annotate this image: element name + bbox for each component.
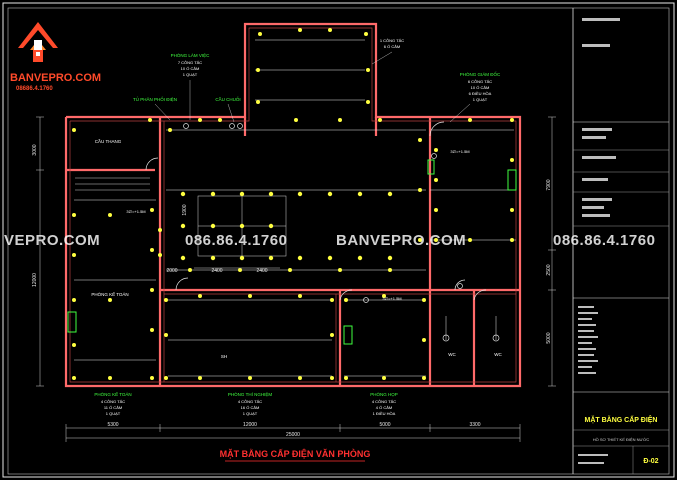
label-bottom-right: PHÒNG HỌP [370, 391, 398, 397]
dim-bottom-4: 3300 [469, 422, 480, 428]
bottom-mid-item-1: 4 CÔNG TẮC [238, 399, 262, 404]
dim-inner-3: 2000 [166, 268, 177, 274]
top-room-item-1: 1 CÔNG TẮC [380, 38, 404, 43]
bottom-right-item-1: 4 CÔNG TẮC [372, 399, 396, 404]
wiring [74, 39, 516, 377]
dim-bottom-3: 5000 [379, 422, 390, 428]
logo-phone-text: 08686.4.1760 [16, 86, 53, 92]
label-wc-1: WC [448, 352, 456, 357]
director-item-1: 6 CÔNG TẮC [468, 79, 492, 84]
dim-left-main: 12000 [32, 273, 38, 287]
stair [75, 177, 150, 191]
bottom-right-item-2: 4 Ổ CẮM [376, 405, 392, 410]
sheet-title: MẶT BẰNG CẤP ĐIỆN [585, 414, 658, 424]
sheet-inner-border [7, 7, 670, 475]
dim-inner-2: 2400 [256, 268, 267, 274]
watermark-center: BANVEPRO.COM [336, 232, 467, 249]
label-wc-2: WC [494, 352, 502, 357]
dim-right-2: 2500 [546, 264, 552, 275]
work-room-item-1: 7 CÔNG TẮC [178, 60, 202, 65]
callout-leaders [154, 51, 471, 123]
label-work-room: PHÒNG LÀM VIỆC [171, 51, 211, 58]
label-stair-2: CẦU CHUỖI [215, 96, 240, 102]
bottom-mid-item-2: 16 Ổ CẮM [241, 405, 260, 410]
watermark-phone-left: 086.86.4.1760 [185, 232, 288, 249]
light-fixtures [72, 28, 514, 380]
dim-left-top: 3000 [32, 144, 38, 155]
dim-bottom-1: 5300 [107, 422, 118, 428]
bottom-left-item-3: 1 QUẠT [106, 411, 121, 416]
door-swings [145, 121, 487, 301]
title-block-row-text: HỒ SƠ THIẾT KẾ ĐIỆN NƯỚC [593, 437, 650, 442]
bottom-mid-item-3: 1 QUẠT [243, 411, 258, 416]
dim-right-3: 5000 [546, 332, 552, 343]
label-director-room: PHÒNG GIÁM ĐỐC [460, 71, 501, 77]
dim-inner-1: 2400 [211, 268, 222, 274]
title-block: MẶT BẰNG CẤP ĐIỆN HỒ SƠ THIẾT KẾ ĐIỆN NƯ… [572, 8, 669, 474]
work-room-item-2: 10 Ổ CẮM [181, 66, 200, 71]
note-1: 3∅=+1.5M [126, 209, 145, 214]
bottom-left-item-1: 4 CÔNG TẮC [101, 399, 125, 404]
banvepro-logo [18, 22, 58, 62]
sheet-number: Đ-02 [643, 458, 658, 465]
label-distribution-panel: TỦ PHÂN PHỐI ĐIỆN [133, 95, 177, 102]
logo-brand-text: BANVEPRO.COM [10, 72, 102, 84]
dim-inner-4: 1900 [182, 204, 188, 215]
room-labels: PHÒNG LÀM VIỆC 7 CÔNG TẮC 10 Ổ CẮM 1 QUẠ… [91, 38, 502, 416]
director-item-2: 10 Ổ CẮM [471, 85, 490, 90]
director-item-3: 6 ĐIỀU HÒA [469, 91, 492, 96]
work-room-item-3: 1 QUẠT [183, 72, 198, 77]
note-2: 3∅=+1.5M [450, 149, 469, 154]
director-item-4: 1 QUẠT [473, 97, 488, 102]
label-office-left: PHÒNG KẾ TOÁN [91, 291, 128, 297]
note-3: 3∅=+1.5M [382, 296, 401, 301]
dim-right-1: 7900 [546, 179, 552, 190]
drawing-title: MẶT BẰNG CẤP ĐIỆN VĂN PHÒNG [220, 448, 371, 459]
watermark-phone-right: 086.86.4.1760 [553, 232, 656, 249]
top-room-item-2: 6 Ổ CẮM [384, 44, 400, 49]
bottom-right-item-3: 1 ĐIỀU HÒA [373, 411, 396, 416]
dim-total: 25000 [286, 432, 300, 438]
air-conditioner-units [67, 159, 517, 345]
label-hall: SH [221, 354, 227, 359]
dim-bottom-2: 12000 [243, 422, 257, 428]
dimension-lines [36, 116, 556, 442]
switches [183, 123, 500, 342]
label-stair: CẦU THANG [95, 138, 122, 144]
bottom-left-item-2: 11 Ổ CẮM [104, 405, 122, 410]
wall-inner-lines [69, 27, 517, 383]
building-walls [64, 22, 522, 388]
dimension-labels: 5300 12000 5000 3300 25000 3000 12000 79… [32, 144, 552, 438]
watermark-left: VEPRO.COM [4, 232, 101, 249]
label-bottom-mid: PHÒNG THÍ NGHIỆM [228, 390, 272, 397]
label-bottom-left: PHÒNG KẾ TOÁN [94, 391, 131, 397]
